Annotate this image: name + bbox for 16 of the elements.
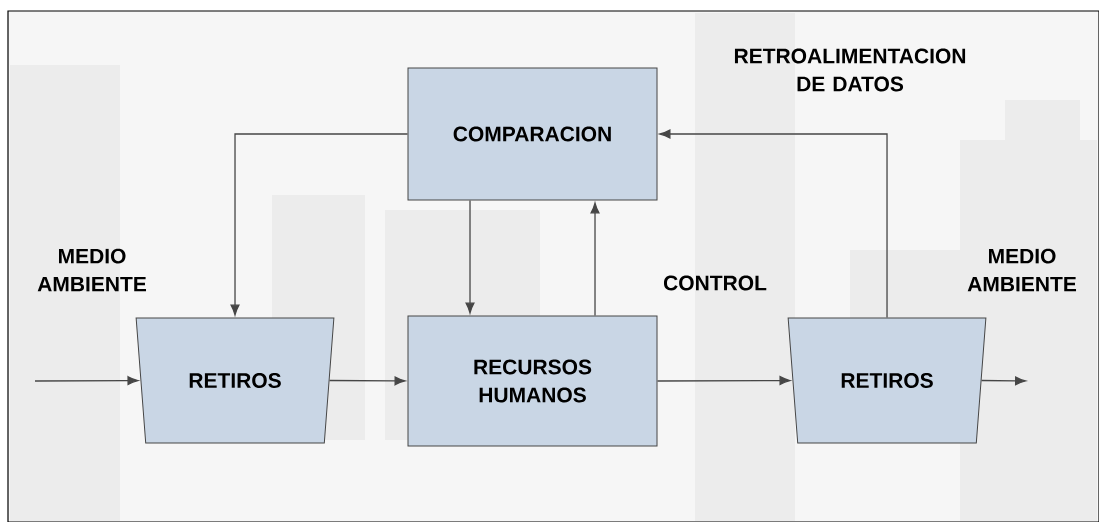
arrow xyxy=(659,129,888,319)
label-text: RETROALIMENTACION DE DATOS xyxy=(734,48,966,92)
trapezoid-box: RETIROS xyxy=(787,317,987,444)
arrow xyxy=(465,199,475,314)
trapezoid-box: RETIROS xyxy=(135,317,335,444)
label-text: CONTROL xyxy=(663,275,767,291)
label-text: MEDIO AMBIENTE xyxy=(967,248,1077,292)
arrow xyxy=(656,376,791,386)
arrow xyxy=(590,202,600,317)
process-box: COMPARACION xyxy=(407,67,658,201)
process-box: RECURSOS HUMANOS xyxy=(407,315,658,447)
label-text: MEDIO AMBIENTE xyxy=(37,248,146,292)
arrow xyxy=(34,376,139,386)
arrow xyxy=(980,376,1027,386)
arrow xyxy=(230,133,409,316)
arrow xyxy=(328,376,406,386)
